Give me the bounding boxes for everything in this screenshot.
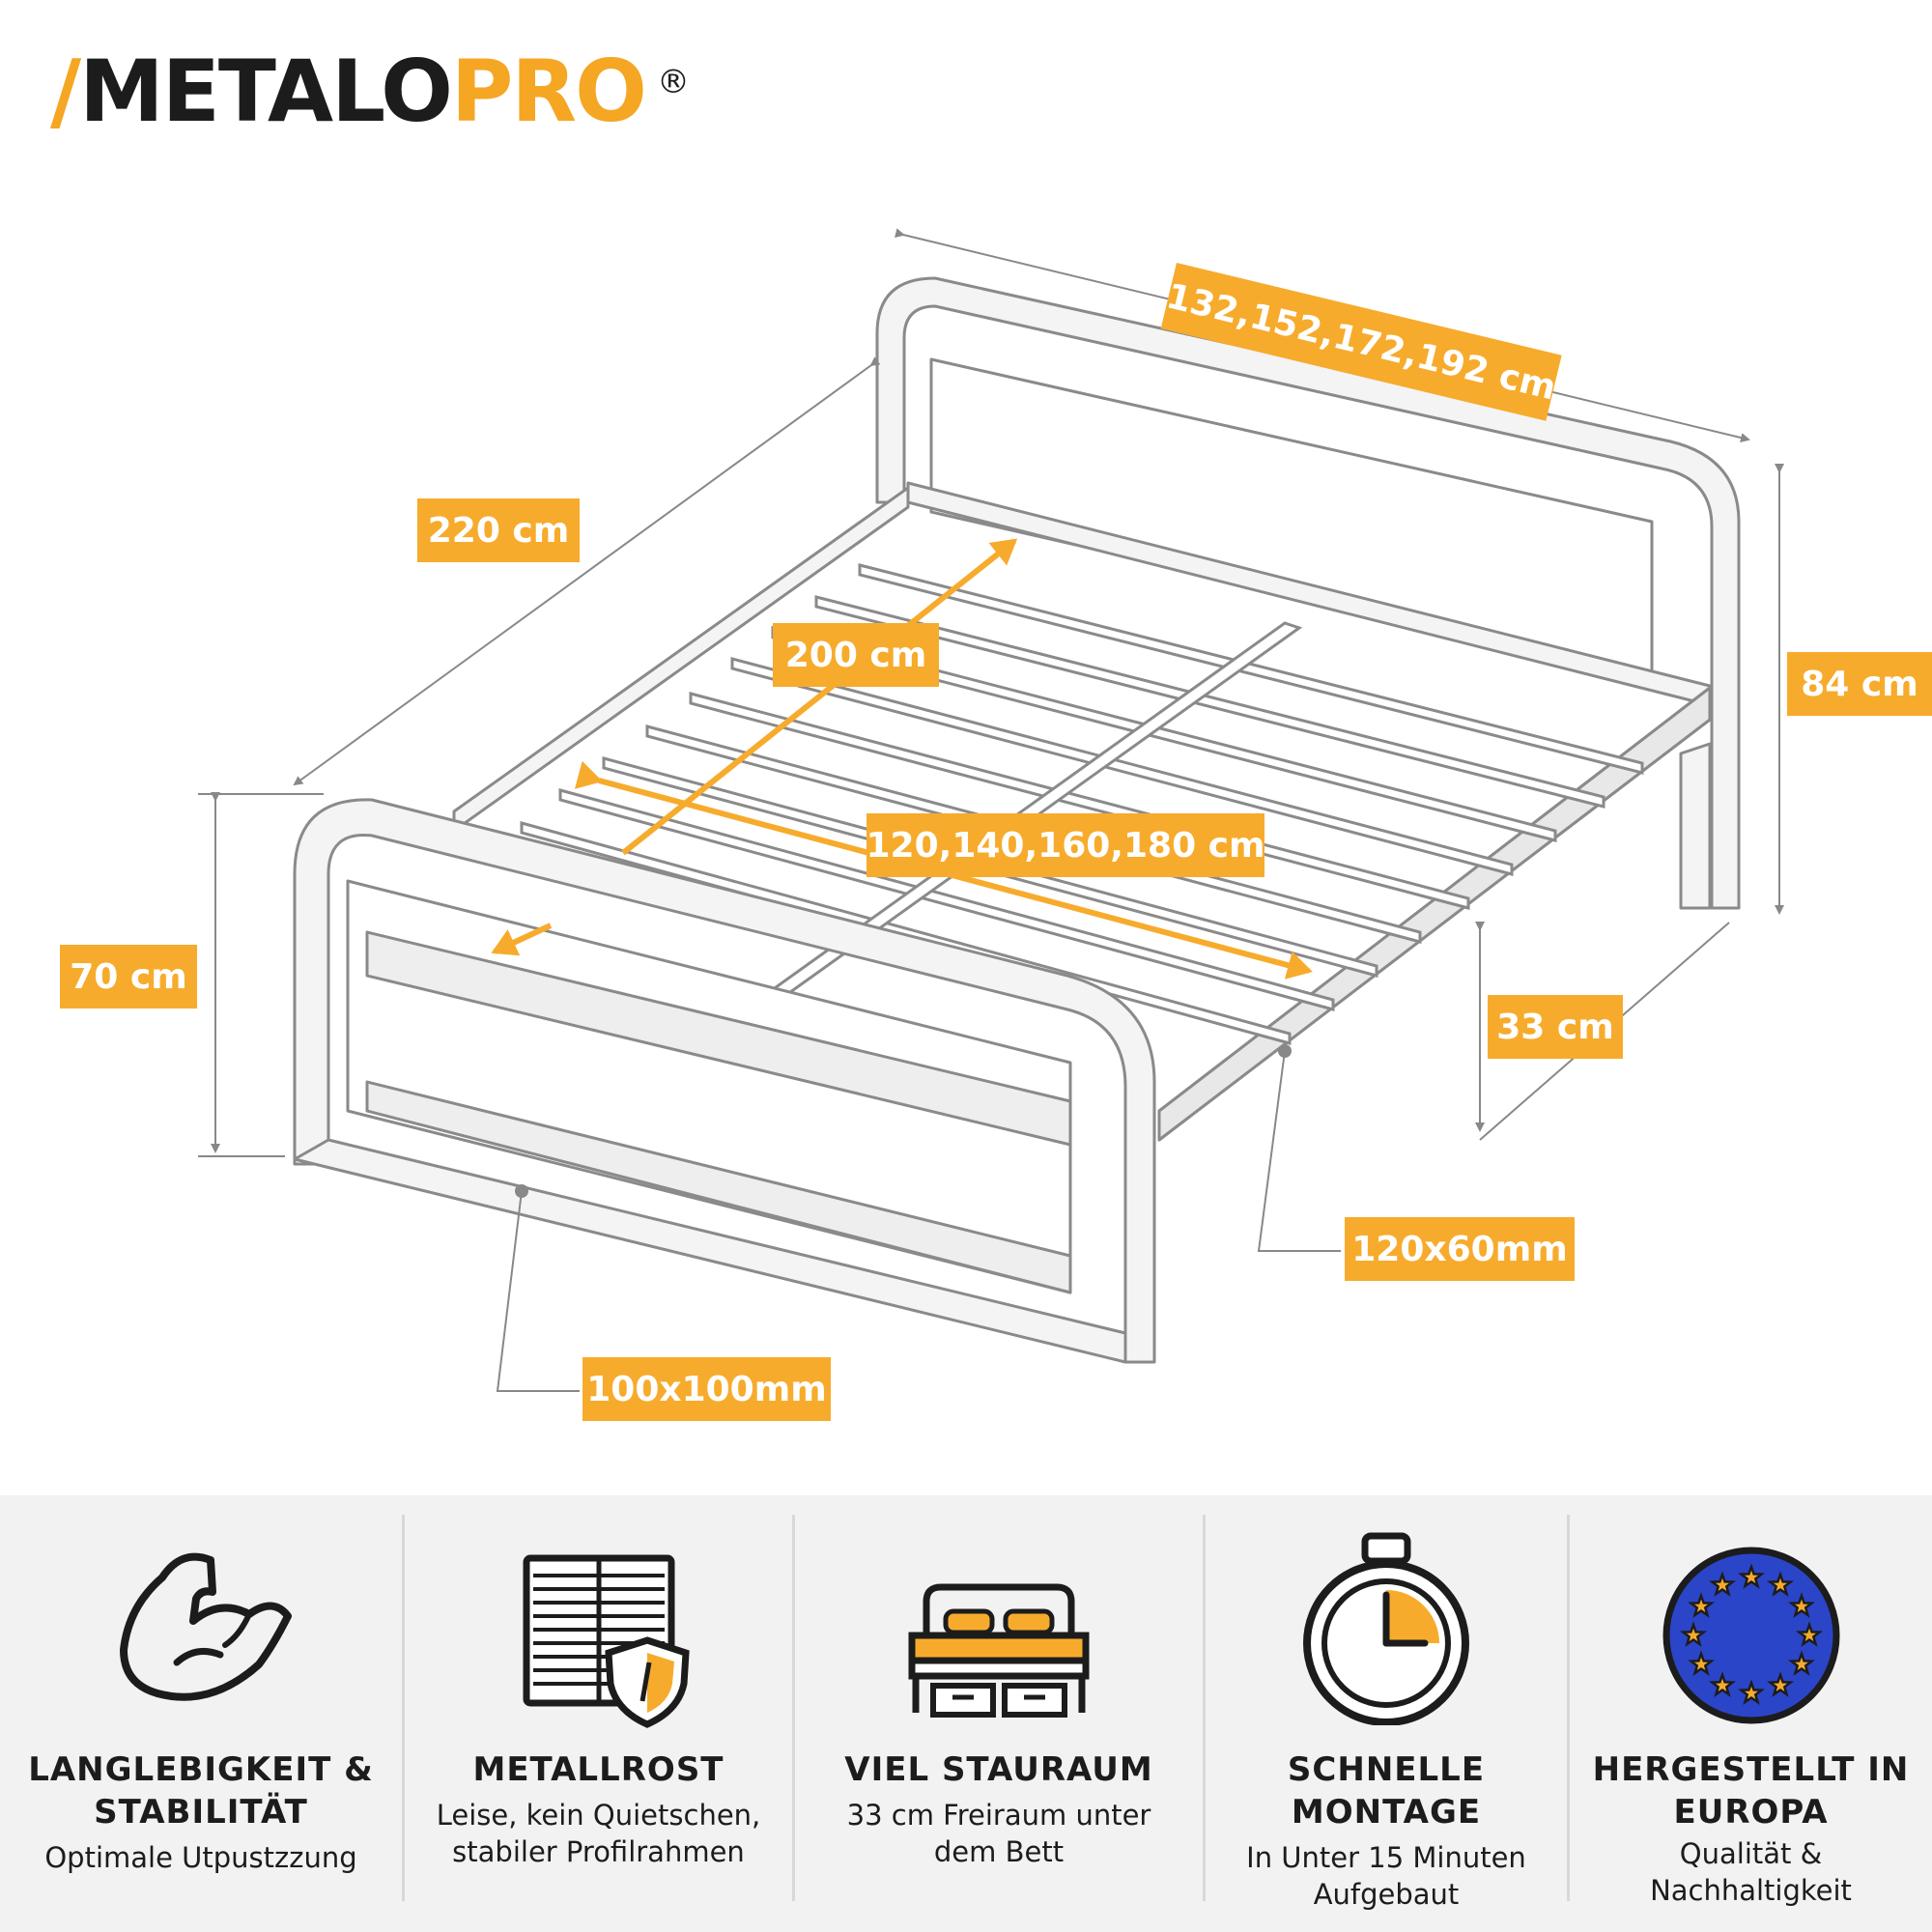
- brand-logo: /METALOPRO ®: [50, 48, 690, 135]
- feature-desc: Leise, kein Quietschen, stabiler Profilr…: [405, 1797, 792, 1870]
- dim-line-length: [293, 356, 881, 786]
- feature-divider: [1203, 1515, 1206, 1901]
- registered-mark: ®: [656, 63, 690, 101]
- feature-desc: 33 cm Freiraum unter dem Bett: [795, 1797, 1203, 1870]
- feature-desc-line: Leise, kein Quietschen,: [436, 1799, 761, 1832]
- label-footboard-height: 70 cm: [60, 945, 197, 1009]
- label-inner-width: 120,140,160,180 cm: [867, 813, 1265, 877]
- label-side-profile: 120x60mm: [1345, 1217, 1575, 1281]
- feature-desc-line: dem Bett: [933, 1835, 1065, 1868]
- feature-desc-line: 33 cm Freiraum unter: [846, 1799, 1151, 1832]
- feature-title: METALLROST: [405, 1748, 792, 1791]
- feature-desc: Optimale Utpustzzung: [0, 1839, 402, 1876]
- feature-title: HERGESTELLT IN EUROPA: [1570, 1748, 1932, 1833]
- feature-desc-line: Qualität &: [1679, 1837, 1823, 1870]
- eu-star-icon: [1795, 1621, 1823, 1647]
- eu-star-icon: [1766, 1671, 1794, 1697]
- eu-star-icon: [1737, 1563, 1765, 1589]
- eu-star-icon: [1679, 1621, 1707, 1647]
- logo-text-pro: PRO: [450, 42, 647, 141]
- feature-desc-line: Optimale Utpustzzung: [44, 1841, 357, 1874]
- feature-title-line: LANGLEBIGKEIT &: [28, 1750, 374, 1789]
- logo-slash-mark: /: [50, 42, 81, 141]
- feature-desc-line: stabiler Profilrahmen: [452, 1835, 745, 1868]
- feature-title-line: STABILITÄT: [94, 1793, 308, 1832]
- feature-divider: [792, 1515, 795, 1901]
- feature-desc-line: Aufgebaut: [1313, 1878, 1460, 1911]
- feature-durability: LANGLEBIGKEIT & STABILITÄT Optimale Utpu…: [0, 1495, 402, 1932]
- feature-made-in-europe: HERGESTELLT IN EUROPA Qualität & Nachhal…: [1570, 1495, 1932, 1932]
- eu-flag-icon: [1662, 1547, 1839, 1724]
- label-footboard-profile: 100x100mm: [582, 1357, 831, 1421]
- eu-star-icon: [1787, 1592, 1815, 1618]
- eu-star-icon: [1708, 1671, 1736, 1697]
- label-total-length: 220 cm: [417, 498, 580, 562]
- label-clearance: 33 cm: [1488, 995, 1623, 1059]
- dim-arrow-inner-length: [621, 538, 1018, 856]
- label-headboard-height: 84 cm: [1787, 652, 1932, 716]
- stopwatch-icon: [1303, 1532, 1469, 1725]
- feature-title-line: VIEL STAURAUM: [844, 1750, 1153, 1789]
- feature-title-line: MONTAGE: [1291, 1793, 1482, 1832]
- feature-title-line: METALLROST: [472, 1750, 724, 1789]
- feature-desc-line: In Unter 15 Minuten: [1246, 1841, 1526, 1874]
- slatted-frame-shield-icon: [523, 1554, 690, 1728]
- feature-title: LANGLEBIGKEIT & STABILITÄT: [0, 1748, 402, 1833]
- bed-storage-icon: [908, 1583, 1090, 1718]
- eu-star-icon: [1766, 1571, 1794, 1597]
- feature-title-line: HERGESTELLT IN: [1592, 1750, 1910, 1789]
- eu-star-icon: [1787, 1650, 1815, 1676]
- feature-divider: [402, 1515, 405, 1901]
- feature-title: SCHNELLE MONTAGE: [1206, 1748, 1567, 1833]
- feature-title: VIEL STAURAUM: [795, 1748, 1203, 1791]
- eu-star-icon: [1687, 1592, 1715, 1618]
- feature-metal-slats: METALLROST Leise, kein Quietschen, stabi…: [405, 1495, 792, 1932]
- feature-storage: VIEL STAURAUM 33 cm Freiraum unter dem B…: [795, 1495, 1203, 1932]
- muscle-arm-icon: [120, 1552, 292, 1701]
- feature-desc: In Unter 15 Minuten Aufgebaut: [1206, 1839, 1567, 1913]
- eu-star-icon: [1737, 1679, 1765, 1705]
- logo-text-metalo: METALO: [79, 42, 453, 141]
- eu-star-icon: [1708, 1571, 1736, 1597]
- feature-quick-assembly: SCHNELLE MONTAGE In Unter 15 Minuten Auf…: [1206, 1495, 1567, 1932]
- feature-divider: [1567, 1515, 1570, 1901]
- feature-title-line: EUROPA: [1673, 1793, 1829, 1832]
- feature-desc: Qualität & Nachhaltigkeit: [1570, 1835, 1932, 1909]
- features-strip: LANGLEBIGKEIT & STABILITÄT Optimale Utpu…: [0, 1495, 1932, 1932]
- bed-frame-diagram: [198, 228, 1784, 1392]
- feature-title-line: SCHNELLE: [1287, 1750, 1486, 1789]
- eu-star-icon: [1687, 1650, 1715, 1676]
- label-inner-length: 200 cm: [773, 623, 939, 687]
- feature-desc-line: Nachhaltigkeit: [1650, 1874, 1852, 1907]
